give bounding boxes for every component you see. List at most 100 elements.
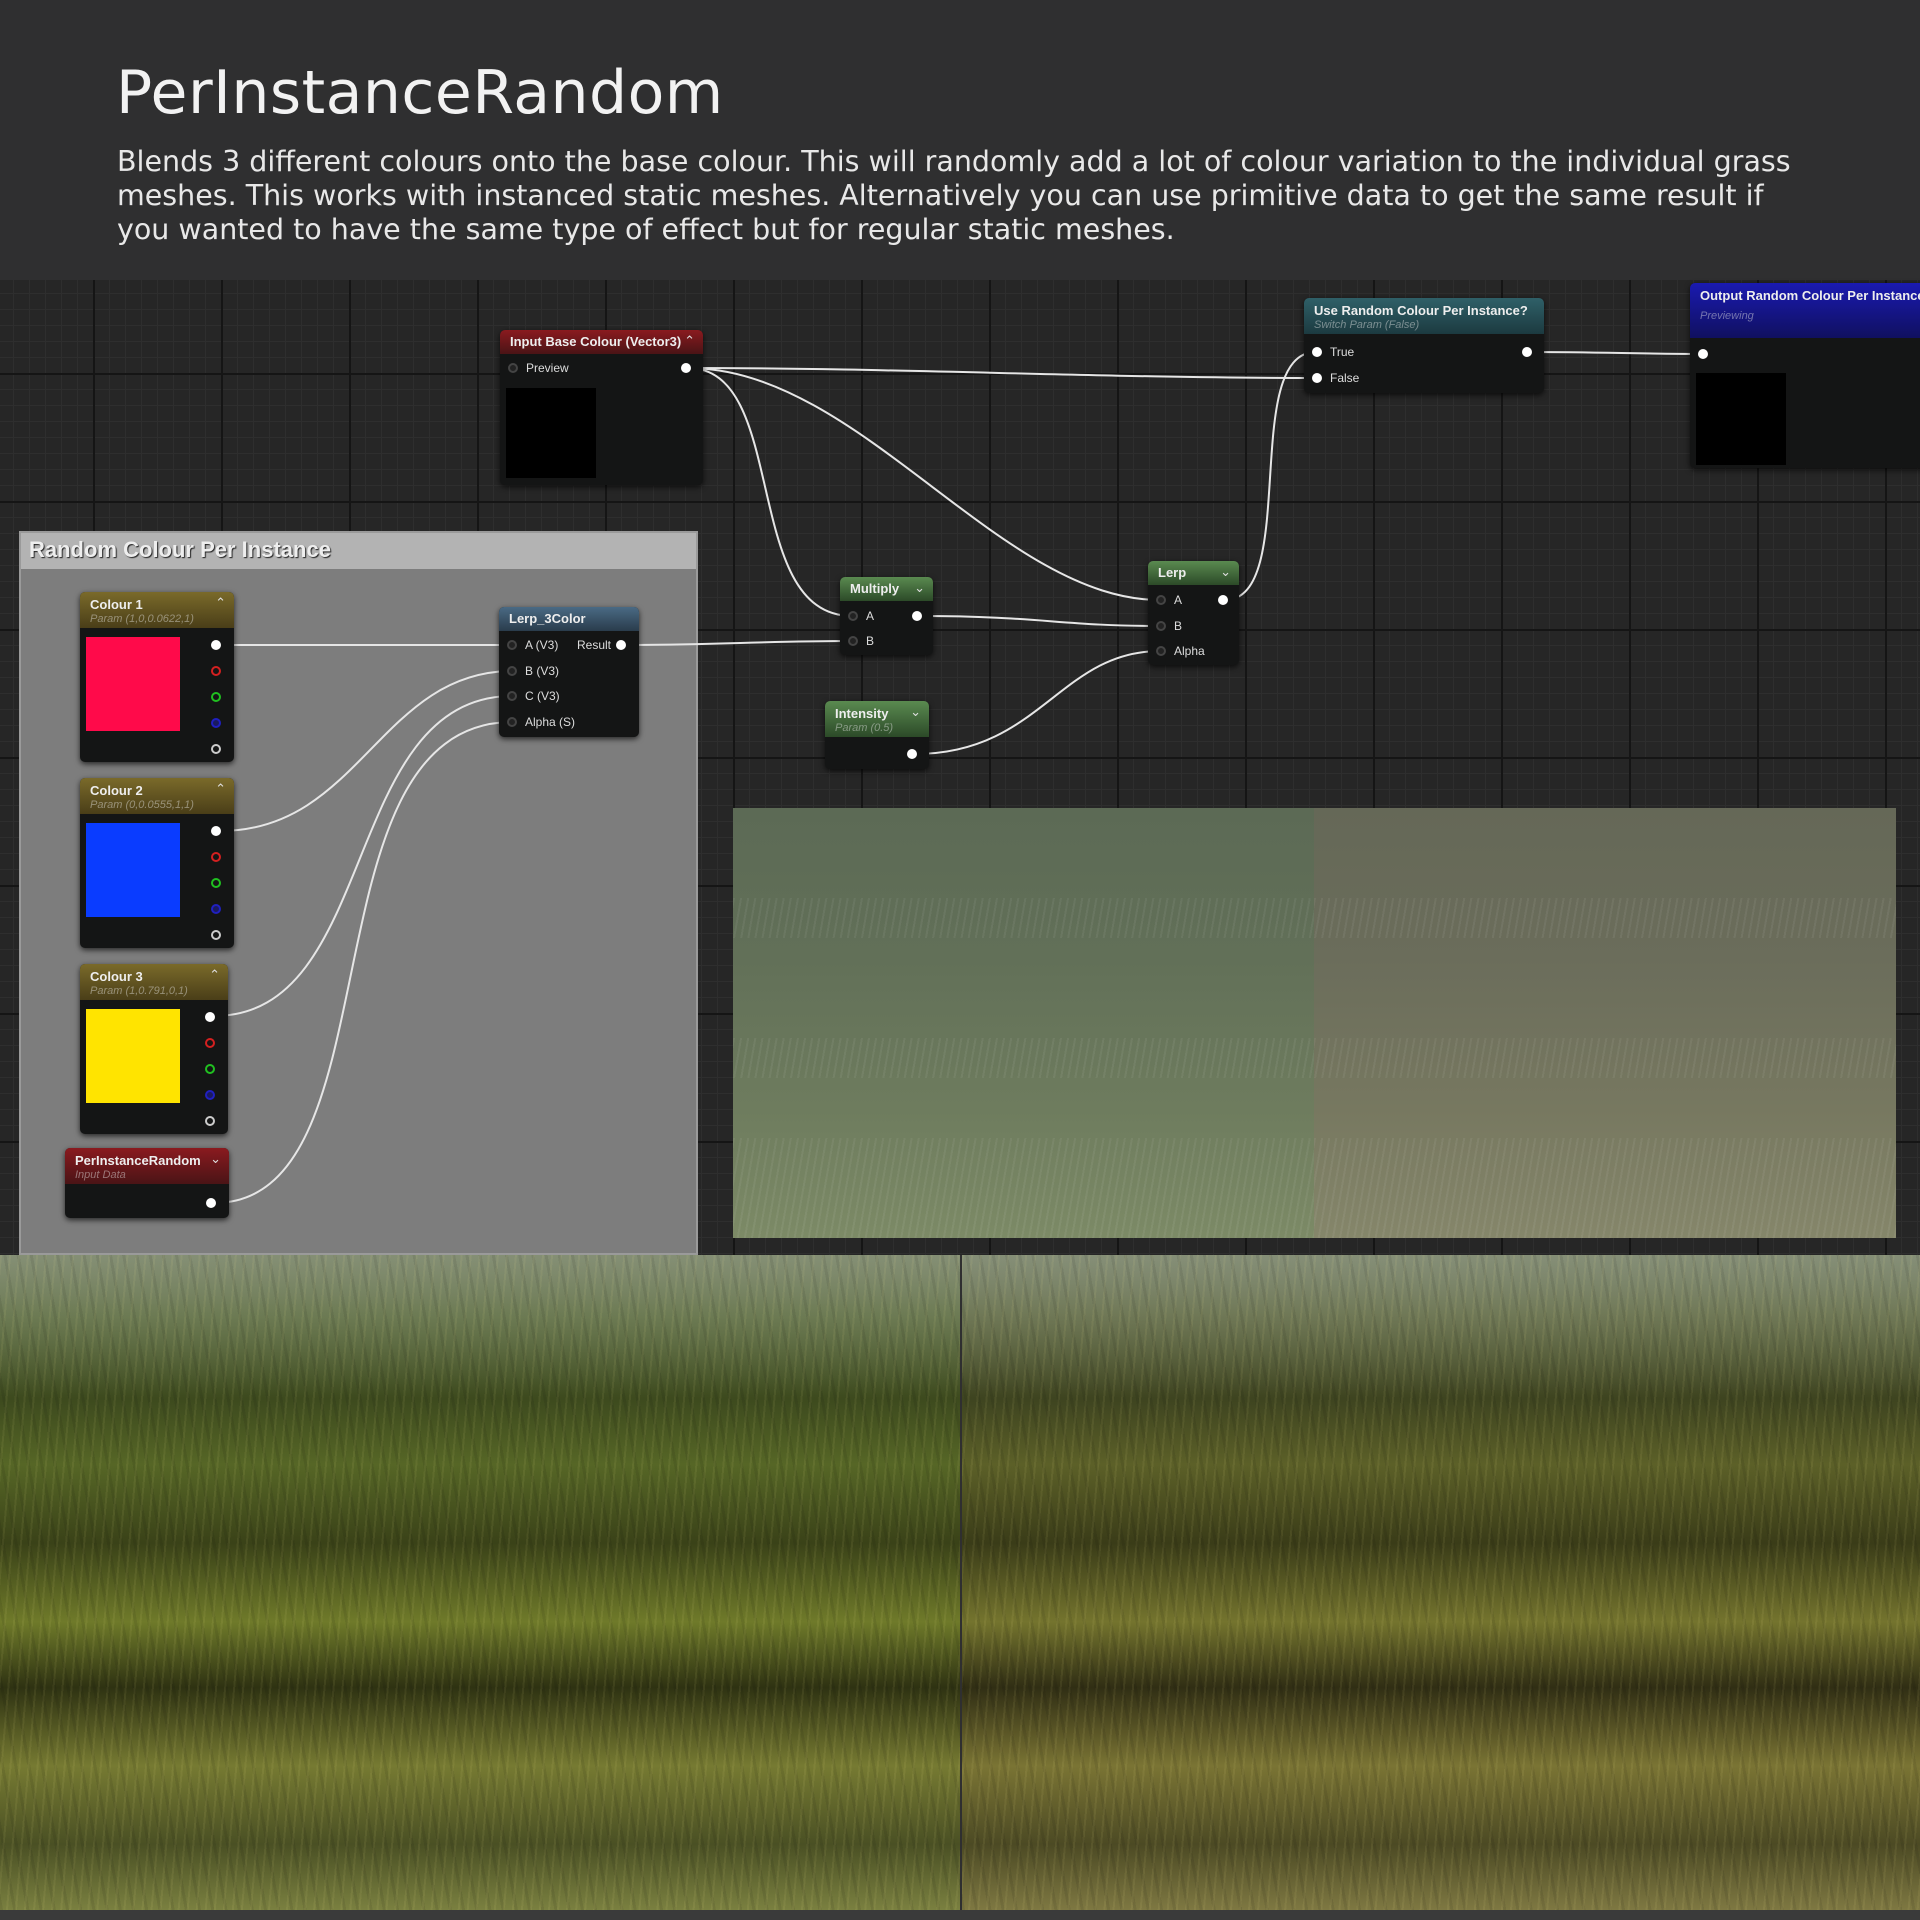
pin-output[interactable] bbox=[206, 1198, 216, 1208]
pin-a-input[interactable] bbox=[1156, 595, 1166, 605]
node-multiply[interactable]: Multiply ⌄ A B bbox=[840, 577, 933, 655]
node-header: Input Base Colour (Vector3) ⌃ bbox=[500, 330, 703, 354]
node-header: Colour 2 Param (0,0.0555,1,1) ⌃ bbox=[80, 778, 234, 814]
pin-label-false: False bbox=[1330, 371, 1360, 385]
pin-result-output[interactable] bbox=[616, 640, 626, 650]
node-subtitle: Param (0.5) bbox=[835, 722, 894, 734]
node-header: Output Random Colour Per Instance Previe… bbox=[1690, 283, 1920, 338]
pin-r-output[interactable] bbox=[211, 666, 221, 676]
chevron-down-icon[interactable]: ⌄ bbox=[914, 580, 925, 595]
pin-false-input[interactable] bbox=[1312, 373, 1322, 383]
node-header: Use Random Colour Per Instance? Switch P… bbox=[1304, 298, 1544, 334]
pin-label-true: True bbox=[1330, 345, 1355, 359]
pin-a-output[interactable] bbox=[211, 744, 221, 754]
pin-output[interactable] bbox=[907, 749, 917, 759]
pin-a-output[interactable] bbox=[205, 1116, 215, 1126]
pin-alpha-input[interactable] bbox=[507, 717, 517, 727]
render-with-random-colour bbox=[962, 1255, 1920, 1910]
node-header: Multiply ⌄ bbox=[840, 577, 933, 601]
page-title: PerInstanceRandom bbox=[116, 58, 724, 128]
pin-label-alpha: Alpha bbox=[1174, 644, 1205, 658]
pin-a-input[interactable] bbox=[848, 611, 858, 621]
grass-preview-with bbox=[1314, 808, 1896, 1238]
chevron-down-icon[interactable]: ⌄ bbox=[910, 704, 921, 719]
node-header: Intensity Param (0.5) ⌄ bbox=[825, 701, 929, 737]
node-title: Colour 1 bbox=[90, 597, 143, 612]
pin-rgb-output[interactable] bbox=[211, 640, 221, 650]
pin-label-b: B bbox=[866, 634, 875, 648]
node-title: Input Base Colour (Vector3) bbox=[510, 334, 682, 349]
pin-rgb-output[interactable] bbox=[205, 1012, 215, 1022]
node-title: Output Random Colour Per Instance bbox=[1700, 288, 1920, 303]
preview-thumbnail bbox=[1696, 373, 1786, 465]
pin-c-input[interactable] bbox=[507, 691, 517, 701]
pin-b-input[interactable] bbox=[848, 636, 858, 646]
node-subtitle: Switch Param (False) bbox=[1314, 319, 1420, 331]
node-title: Intensity bbox=[835, 706, 889, 721]
pin-g-output[interactable] bbox=[211, 878, 221, 888]
preview-thumbnail bbox=[506, 388, 596, 478]
pin-alpha-input[interactable] bbox=[1156, 646, 1166, 656]
pin-b-input[interactable] bbox=[507, 666, 517, 676]
pin-a-output[interactable] bbox=[211, 930, 221, 940]
chevron-down-icon[interactable]: ⌄ bbox=[1220, 564, 1231, 579]
pin-label-b: B (V3) bbox=[525, 664, 560, 678]
node-colour-1[interactable]: Colour 1 Param (1,0,0.0622,1) ⌃ bbox=[80, 592, 234, 762]
node-perinstancerandom[interactable]: PerInstanceRandom Input Data ⌄ bbox=[65, 1148, 229, 1218]
pin-rgb-output[interactable] bbox=[211, 826, 221, 836]
pin-output[interactable] bbox=[1522, 347, 1532, 357]
pin-b-input[interactable] bbox=[1156, 621, 1166, 631]
pin-r-output[interactable] bbox=[211, 852, 221, 862]
pin-label-a: A bbox=[1174, 593, 1183, 607]
node-lerp[interactable]: Lerp ⌄ A B Alpha bbox=[1148, 561, 1239, 665]
pin-label-b: B bbox=[1174, 619, 1183, 633]
pin-output[interactable] bbox=[1218, 595, 1228, 605]
pin-output[interactable] bbox=[681, 363, 691, 373]
node-title: Colour 3 bbox=[90, 969, 143, 984]
pin-g-output[interactable] bbox=[211, 692, 221, 702]
pin-a-input[interactable] bbox=[507, 640, 517, 650]
pin-b-output[interactable] bbox=[211, 718, 221, 728]
node-subtitle: Input Data bbox=[75, 1169, 126, 1181]
pin-g-output[interactable] bbox=[205, 1064, 215, 1074]
pin-b-output[interactable] bbox=[205, 1090, 215, 1100]
node-header: Colour 3 Param (1,0.791,0,1) ⌃ bbox=[80, 964, 228, 1000]
node-intensity[interactable]: Intensity Param (0.5) ⌄ bbox=[825, 701, 929, 769]
node-input-base-colour[interactable]: Input Base Colour (Vector3) ⌃ Preview bbox=[500, 330, 703, 485]
colour-swatch bbox=[86, 637, 180, 731]
node-header: PerInstanceRandom Input Data ⌄ bbox=[65, 1148, 229, 1184]
pin-output[interactable] bbox=[912, 611, 922, 621]
render-comparison bbox=[0, 1255, 1920, 1910]
chevron-up-icon[interactable]: ⌃ bbox=[684, 333, 695, 348]
node-title: Lerp_3Color bbox=[509, 611, 586, 626]
pin-preview-input[interactable] bbox=[508, 363, 518, 373]
chevron-up-icon[interactable]: ⌃ bbox=[215, 595, 226, 610]
node-colour-3[interactable]: Colour 3 Param (1,0.791,0,1) ⌃ bbox=[80, 964, 228, 1134]
node-title: Lerp bbox=[1158, 565, 1187, 580]
chevron-up-icon[interactable]: ⌃ bbox=[215, 781, 226, 796]
node-title: PerInstanceRandom bbox=[75, 1153, 201, 1168]
node-subtitle: Previewing bbox=[1700, 310, 1754, 322]
header: PerInstanceRandom Blends 3 different col… bbox=[0, 0, 1920, 280]
chevron-down-icon[interactable]: ⌄ bbox=[210, 1151, 221, 1166]
chevron-up-icon[interactable]: ⌃ bbox=[209, 967, 220, 982]
pin-b-output[interactable] bbox=[211, 904, 221, 914]
node-subtitle: Param (1,0.791,0,1) bbox=[90, 985, 188, 997]
node-colour-2[interactable]: Colour 2 Param (0,0.0555,1,1) ⌃ bbox=[80, 778, 234, 948]
node-title: Multiply bbox=[850, 581, 900, 596]
page-description: Blends 3 different colours onto the base… bbox=[117, 145, 1791, 246]
pin-true-input[interactable] bbox=[1312, 347, 1322, 357]
colour-swatch bbox=[86, 1009, 180, 1103]
pin-label-a: A bbox=[866, 609, 875, 623]
node-use-random-colour-switch[interactable]: Use Random Colour Per Instance? Switch P… bbox=[1304, 298, 1544, 393]
pin-input[interactable] bbox=[1698, 349, 1708, 359]
pin-r-output[interactable] bbox=[205, 1038, 215, 1048]
node-lerp-3color[interactable]: Lerp_3Color A (V3) Result B (V3) C (V3) … bbox=[499, 607, 639, 737]
pin-label-result: Result bbox=[577, 638, 612, 652]
node-subtitle: Param (1,0,0.0622,1) bbox=[90, 613, 194, 625]
node-header: Colour 1 Param (1,0,0.0622,1) ⌃ bbox=[80, 592, 234, 628]
bottom-border bbox=[0, 1910, 1920, 1920]
pin-label-alpha: Alpha (S) bbox=[525, 715, 576, 729]
pin-label-preview: Preview bbox=[526, 361, 569, 375]
node-output-random-colour[interactable]: Output Random Colour Per Instance Previe… bbox=[1690, 283, 1920, 468]
